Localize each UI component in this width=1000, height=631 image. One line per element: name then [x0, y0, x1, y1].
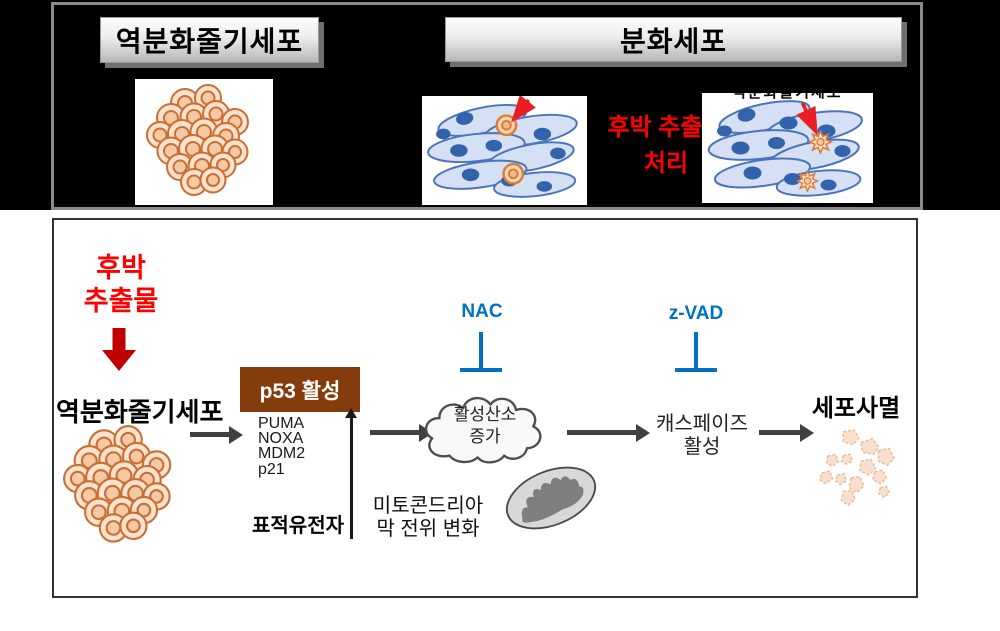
- mitochondria-icon: [505, 466, 597, 530]
- dying-cell-burst-icon: [808, 130, 833, 154]
- red-pointer-arrow-icon: [511, 96, 536, 123]
- ros-label-line2: 증가: [469, 427, 501, 446]
- target-genes-label: 표적유전자: [252, 515, 344, 537]
- flow-arrow-icon: [567, 423, 650, 442]
- mitochondria-label: 미토콘드리아 막 전위 변화: [360, 495, 496, 541]
- ros-label: 활성산소 증가: [414, 404, 556, 448]
- ros-cloud-icon: [424, 397, 542, 464]
- extract-label-line2: 추출물: [83, 286, 159, 316]
- gene-item: MDM2: [258, 445, 306, 463]
- mitochondria-label-line2: 막 전위 변화: [376, 518, 480, 540]
- flow-arrow-icon: [190, 425, 243, 444]
- top-frame-border: [51, 2, 923, 210]
- differentiated-title-box: 분화세포: [445, 17, 902, 62]
- residual-stem-cell-icon: [495, 114, 525, 185]
- extract-label: 후박 추출물: [62, 252, 180, 318]
- dying-cell-burst-icon: [796, 170, 819, 192]
- stem-cell-title: 역분화줄기세포: [115, 26, 304, 57]
- top-banner: 역분화줄기세포 분화세포 후박 추출물 처리 역분화줄기세포: [0, 0, 1000, 210]
- differentiated-cells-icon: [422, 96, 587, 205]
- dying-stem-cells-icon: [702, 93, 873, 203]
- cell-death-label: 세포사멸: [811, 395, 901, 422]
- caspase-label-line1: 캐스페이즈: [656, 413, 748, 435]
- red-pointer-arrow-icon: [796, 102, 818, 136]
- zvad-inhibition-icon: [675, 332, 717, 372]
- caspase-label: 캐스페이즈 활성: [642, 413, 762, 459]
- stem-cell-title-box: 역분화줄기세포: [100, 17, 319, 63]
- stem-cell-cluster-icon: [141, 83, 269, 203]
- nac-label: NAC: [461, 301, 503, 322]
- stem-cell-node-label: 역분화줄기세포: [56, 397, 224, 427]
- mitochondria-label-line1: 미토콘드리아: [372, 495, 484, 517]
- stem-cell-cluster-icon: [62, 424, 188, 550]
- gene-item: p21: [258, 460, 285, 478]
- extract-label-line1: 후박: [96, 253, 146, 283]
- treatment-label-line2: 처리: [643, 150, 689, 177]
- red-down-arrow-icon: [102, 328, 136, 371]
- differentiated-title: 분화세포: [619, 25, 728, 57]
- clipped-caption: 역분화줄기세포: [732, 93, 864, 100]
- apoptotic-bodies-icon: [819, 429, 895, 506]
- p53-activation-box: p53 활성: [240, 367, 360, 412]
- stem-cell-image-panel: [135, 79, 273, 205]
- flow-arrow-icon: [370, 423, 433, 442]
- nac-inhibition-icon: [460, 332, 502, 372]
- pathway-panel: 후박 추출물 역분화줄기세포 p53 활성 PUMA NOXA MDM2 p21…: [52, 218, 918, 598]
- differentiated-image-panel: [422, 96, 587, 205]
- flow-arrow-icon: [759, 423, 814, 442]
- zvad-label: z-VAD: [668, 303, 724, 324]
- treated-image-panel: 역분화줄기세포: [702, 93, 873, 203]
- gene-item: PUMA: [258, 415, 305, 432]
- caspase-label-line2: 활성: [683, 436, 721, 458]
- up-arrow-icon: [345, 408, 356, 539]
- p53-box-label: p53 활성: [259, 379, 341, 403]
- gene-item: NOXA: [258, 430, 304, 448]
- ros-label-line1: 활성산소: [453, 405, 517, 424]
- target-gene-list: PUMA NOXA MDM2 p21: [258, 415, 306, 478]
